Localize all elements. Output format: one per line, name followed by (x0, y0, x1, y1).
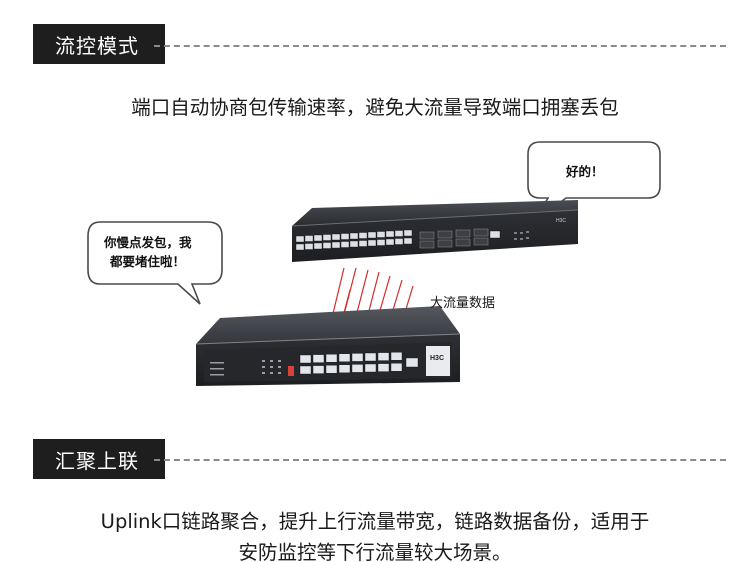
top-switch-image: H3C (291, 200, 579, 262)
section-title: 流控模式 (33, 24, 165, 64)
left-bubble-text-line1: 你慢点发包，我 (104, 235, 192, 250)
section-description: 端口自动协商包传输速率，避免大流量导致端口拥塞丢包 (131, 96, 619, 119)
section-header-uplink: 汇聚上联 (33, 439, 165, 479)
bottom-switch-image: H3C (195, 306, 461, 386)
section-header-flow-control: 流控模式 (33, 24, 165, 64)
right-bubble-text: 好的！ (566, 164, 604, 179)
top-switch-brand: H3C (556, 218, 566, 224)
traffic-label: 大流量数据 (430, 296, 496, 311)
speech-bubble-left (87, 221, 223, 305)
section-description-line2: 安防监控等下行流量较大场景。 (238, 541, 512, 562)
section-description-line1: Uplink口链路聚合，提升上行流量带宽，链路数据备份，适用于 (100, 510, 650, 533)
section-title: 汇聚上联 (33, 439, 165, 479)
flow-control-illustration: H3C (0, 130, 750, 430)
section-divider (154, 459, 726, 461)
section-divider (154, 45, 726, 47)
left-bubble-text-line2: 都要堵住啦！ (110, 254, 186, 269)
bottom-switch-brand: H3C (430, 355, 444, 362)
